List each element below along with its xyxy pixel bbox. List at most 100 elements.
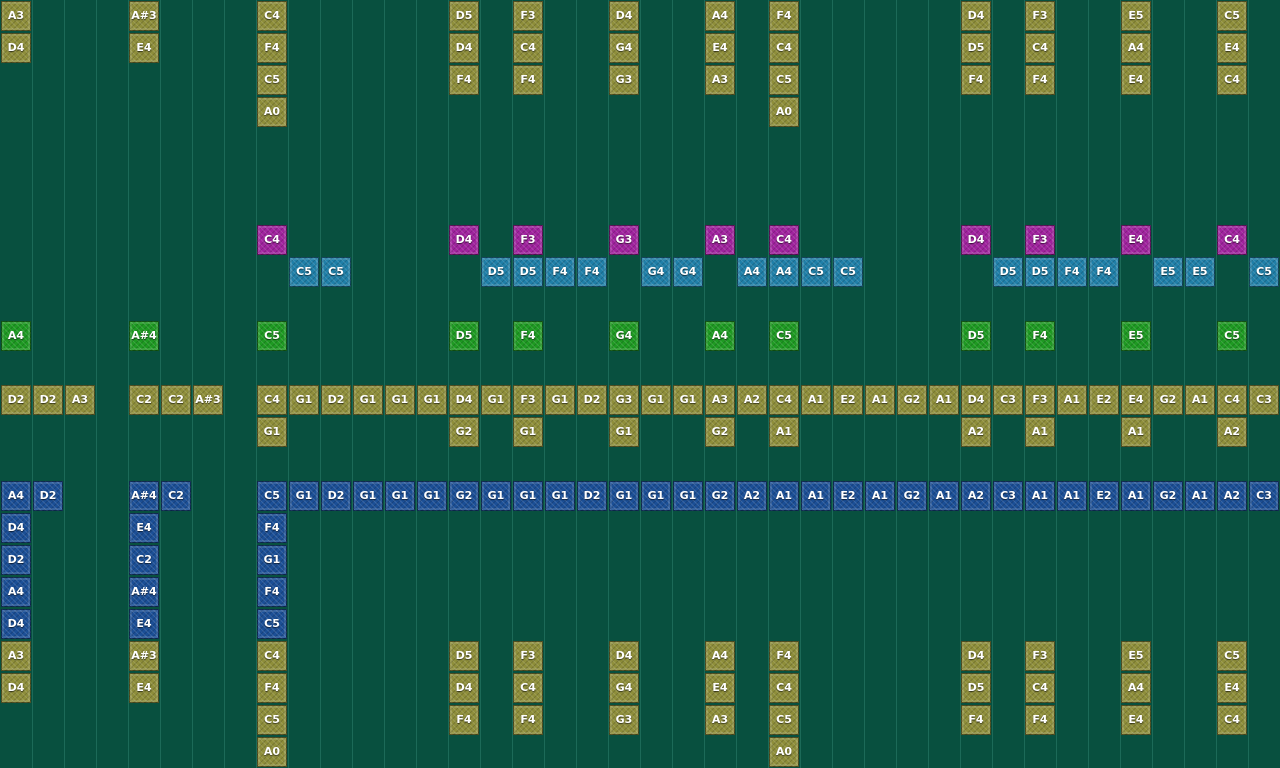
note-cell-navy[interactable]: G1 [673,481,703,511]
note-cell-olive[interactable]: E2 [833,385,863,415]
note-cell-green[interactable]: D5 [961,321,991,351]
note-cell-magenta[interactable]: E4 [1121,225,1151,255]
note-cell-olive[interactable]: D2 [577,385,607,415]
note-cell-olive[interactable]: C4 [769,33,799,63]
note-cell-green[interactable]: F4 [1025,321,1055,351]
note-cell-green[interactable]: C5 [1217,321,1247,351]
note-cell-navy[interactable]: C2 [161,481,191,511]
note-cell-navy[interactable]: A1 [769,481,799,511]
note-cell-teal[interactable]: C5 [289,257,319,287]
note-cell-olive[interactable]: A3 [705,705,735,735]
note-cell-green[interactable]: A4 [1,321,31,351]
note-cell-olive[interactable]: C4 [513,33,543,63]
note-cell-olive[interactable]: G1 [385,385,415,415]
note-cell-olive[interactable]: D4 [609,641,639,671]
note-cell-olive[interactable]: G1 [641,385,671,415]
note-cell-navy[interactable]: A1 [801,481,831,511]
note-cell-olive[interactable]: G1 [513,417,543,447]
note-cell-olive[interactable]: F3 [513,1,543,31]
note-cell-teal[interactable]: F4 [577,257,607,287]
note-cell-olive[interactable]: C5 [257,705,287,735]
note-cell-olive[interactable]: C5 [769,705,799,735]
note-cell-olive[interactable]: A#3 [193,385,223,415]
note-cell-olive[interactable]: A3 [1,1,31,31]
note-cell-navy[interactable]: G2 [1153,481,1183,511]
note-cell-teal[interactable]: A4 [769,257,799,287]
note-cell-green[interactable]: A4 [705,321,735,351]
note-cell-teal[interactable]: F4 [1089,257,1119,287]
note-cell-olive[interactable]: F4 [1025,705,1055,735]
note-cell-olive[interactable]: F4 [769,1,799,31]
note-cell-navy[interactable]: G1 [257,545,287,575]
note-cell-navy[interactable]: C3 [993,481,1023,511]
note-cell-magenta[interactable]: C4 [769,225,799,255]
note-cell-olive[interactable]: G1 [609,417,639,447]
note-cell-teal[interactable]: D5 [513,257,543,287]
note-cell-olive[interactable]: G1 [481,385,511,415]
note-cell-teal[interactable]: C5 [321,257,351,287]
note-cell-olive[interactable]: E4 [129,33,159,63]
note-cell-olive[interactable]: F4 [257,673,287,703]
note-cell-olive[interactable]: G1 [673,385,703,415]
note-cell-olive[interactable]: A#3 [129,641,159,671]
note-cell-olive[interactable]: G1 [417,385,447,415]
note-cell-olive[interactable]: C4 [513,673,543,703]
note-cell-navy[interactable]: A1 [1185,481,1215,511]
note-cell-olive[interactable]: D2 [33,385,63,415]
note-cell-navy[interactable]: D4 [1,513,31,543]
note-cell-navy[interactable]: A4 [1,577,31,607]
note-cell-olive[interactable]: A3 [65,385,95,415]
note-cell-olive[interactable]: G1 [289,385,319,415]
note-cell-olive[interactable]: A4 [1121,673,1151,703]
note-cell-olive[interactable]: G1 [257,417,287,447]
note-cell-olive[interactable]: D4 [609,1,639,31]
note-cell-magenta[interactable]: C4 [1217,225,1247,255]
note-cell-olive[interactable]: F3 [513,641,543,671]
note-cell-olive[interactable]: F4 [769,641,799,671]
note-cell-olive[interactable]: E4 [129,673,159,703]
note-cell-olive[interactable]: C4 [1217,385,1247,415]
note-cell-teal[interactable]: E5 [1153,257,1183,287]
note-cell-teal[interactable]: D5 [1025,257,1055,287]
note-cell-olive[interactable]: A3 [705,65,735,95]
note-cell-olive[interactable]: D4 [449,385,479,415]
note-cell-magenta[interactable]: C4 [257,225,287,255]
note-cell-navy[interactable]: G1 [481,481,511,511]
note-cell-navy[interactable]: A4 [1,481,31,511]
note-cell-olive[interactable]: G3 [609,705,639,735]
note-cell-magenta[interactable]: D4 [449,225,479,255]
note-cell-navy[interactable]: A2 [737,481,767,511]
note-cell-olive[interactable]: A2 [737,385,767,415]
note-cell-teal[interactable]: D5 [481,257,511,287]
note-cell-navy[interactable]: G1 [385,481,415,511]
note-cell-green[interactable]: C5 [257,321,287,351]
note-cell-olive[interactable]: C5 [769,65,799,95]
note-cell-olive[interactable]: D2 [1,385,31,415]
note-cell-magenta[interactable]: F3 [513,225,543,255]
note-cell-navy[interactable]: A1 [1121,481,1151,511]
note-cell-teal[interactable]: F4 [1057,257,1087,287]
note-cell-olive[interactable]: D4 [1,673,31,703]
note-cell-olive[interactable]: A3 [1,641,31,671]
note-cell-teal[interactable]: C5 [833,257,863,287]
note-cell-olive[interactable]: F4 [513,65,543,95]
note-cell-navy[interactable]: D2 [33,481,63,511]
note-cell-olive[interactable]: G4 [609,33,639,63]
note-cell-olive[interactable]: D5 [449,1,479,31]
note-cell-olive[interactable]: C5 [1217,641,1247,671]
note-cell-olive[interactable]: A1 [1057,385,1087,415]
note-cell-olive[interactable]: A1 [1185,385,1215,415]
note-cell-olive[interactable]: A0 [769,737,799,767]
note-cell-olive[interactable]: C5 [257,65,287,95]
note-cell-olive[interactable]: F4 [1025,65,1055,95]
note-cell-olive[interactable]: G4 [609,673,639,703]
note-cell-olive[interactable]: A1 [1025,417,1055,447]
note-cell-olive[interactable]: F3 [1025,1,1055,31]
note-cell-navy[interactable]: A2 [961,481,991,511]
note-cell-navy[interactable]: D2 [577,481,607,511]
note-cell-olive[interactable]: G1 [545,385,575,415]
note-cell-navy[interactable]: D2 [1,545,31,575]
note-cell-olive[interactable]: F3 [1025,385,1055,415]
note-cell-navy[interactable]: G2 [897,481,927,511]
